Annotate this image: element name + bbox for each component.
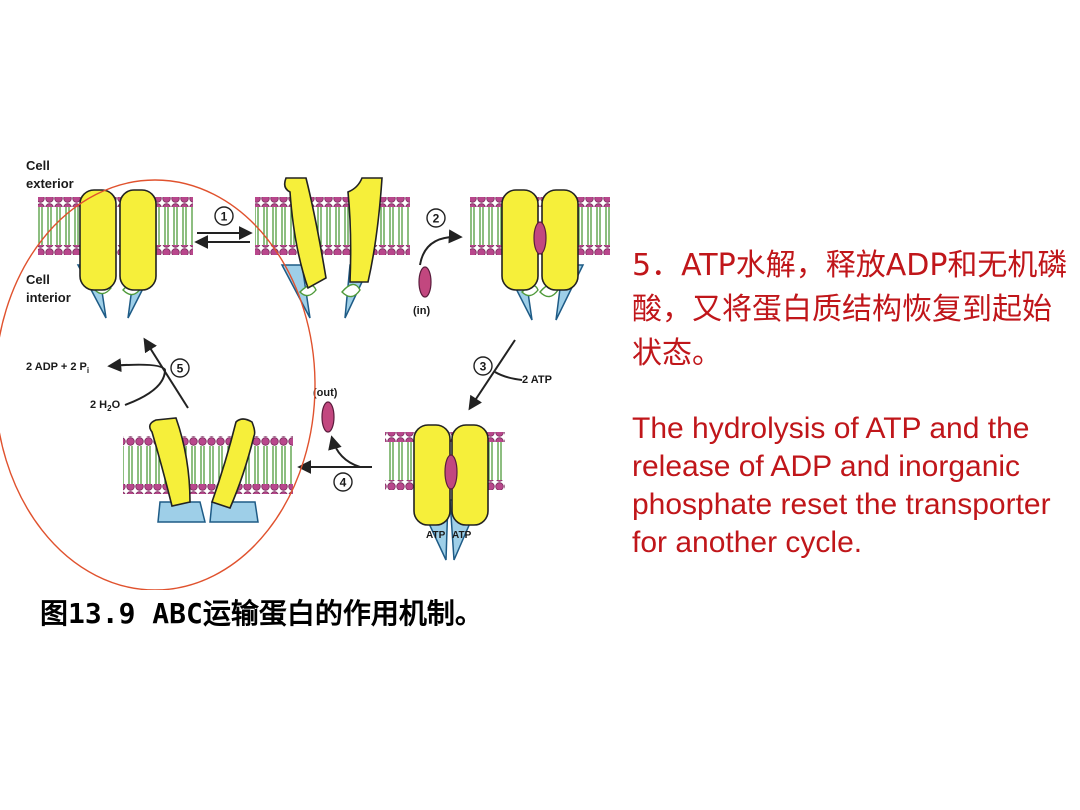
step-5-marker: 5 [170, 358, 190, 378]
step-4-out-arrow [328, 435, 361, 468]
label-cell-interior-2: interior [26, 290, 71, 305]
svg-text:2: 2 [433, 212, 440, 226]
explanation-block: 5．ATP水解，释放ADP和无机磷酸，又将蛋白质结构恢复到起始状态。 The h… [632, 244, 1072, 562]
explanation-en: The hydrolysis of ATP and the release of… [632, 412, 1051, 559]
label-atp-bound-2: ATP [452, 530, 472, 541]
svg-text:3: 3 [480, 360, 487, 374]
figure-caption: 图13.9 ABC运输蛋白的作用机制。 [40, 597, 483, 630]
label-atp-in: 2 ATP [522, 374, 552, 386]
step-4-marker: 4 [333, 472, 353, 492]
label-cell-exterior-1: Cell [26, 158, 50, 173]
substrate-in [418, 266, 432, 298]
svg-text:5: 5 [177, 362, 184, 376]
step-5-curve [107, 358, 167, 406]
highlight-circle [0, 179, 316, 590]
state-1-transporter [38, 189, 193, 319]
step-3-atp-curve [494, 371, 523, 381]
step-2-arrow [419, 229, 463, 266]
label-products: 2 ADP + 2 Pi [26, 361, 89, 375]
state-3-transporter [470, 189, 610, 321]
label-atp-bound-1: ATP [426, 530, 446, 541]
step-5-arrow [143, 337, 189, 409]
svg-text:1: 1 [221, 210, 228, 224]
label-water: 2 H2O [90, 399, 121, 413]
abc-transporter-diagram: ATP ATP 1 2 3 4 [0, 158, 610, 590]
substrate-out [321, 401, 335, 433]
step-1-marker: 1 [214, 206, 234, 226]
label-in: (in) [413, 305, 430, 317]
step-3-marker: 3 [473, 356, 493, 376]
step-3-arrow [468, 339, 516, 411]
step-2-marker: 2 [426, 208, 446, 228]
explanation-zh: 5．ATP水解，释放ADP和无机磷酸，又将蛋白质结构恢复到起始状态。 [632, 248, 1068, 371]
label-out: (out) [313, 387, 338, 399]
label-cell-interior-1: Cell [26, 272, 50, 287]
svg-text:4: 4 [340, 476, 347, 490]
state-2-transporter [255, 177, 410, 319]
label-cell-exterior-2: exterior [26, 176, 74, 191]
state-5-transporter [123, 417, 293, 523]
state-4-transporter: ATP ATP [385, 424, 505, 561]
step-1-arrows [194, 226, 253, 249]
